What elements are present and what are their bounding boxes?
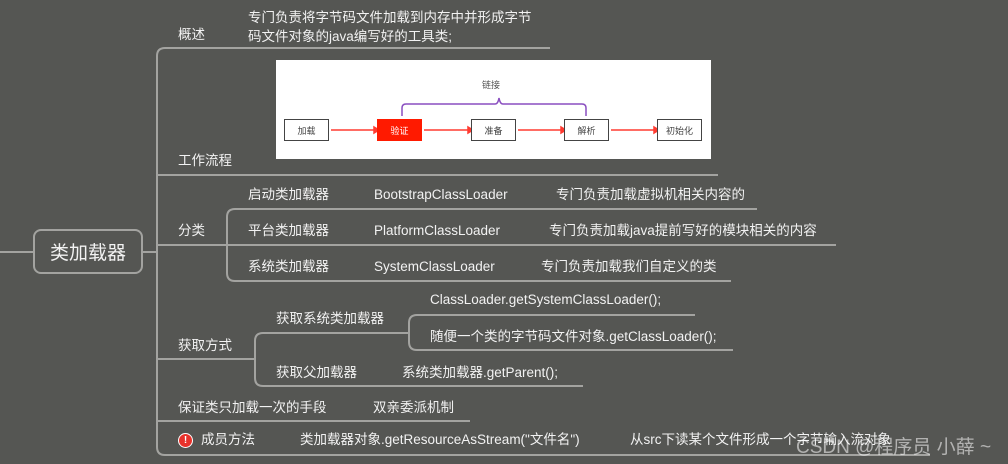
obtain-system-label[interactable]: 获取系统类加载器 xyxy=(276,311,384,326)
step-resolve: 解析 xyxy=(564,119,609,141)
overview-desc-line2: 码文件对象的java编写好的工具类; xyxy=(248,29,453,44)
system-name[interactable]: 系统类加载器 xyxy=(248,259,329,274)
bootstrap-desc[interactable]: 专门负责加载虚拟机相关内容的 xyxy=(556,187,745,202)
obtain-trunk xyxy=(254,332,583,387)
step-load: 加载 xyxy=(284,119,329,141)
bootstrap-class[interactable]: BootstrapClassLoader xyxy=(374,187,508,202)
link-label: 链接 xyxy=(482,80,501,90)
member-desc[interactable]: 从src下读某个文件形成一个字节输入流对象 xyxy=(630,432,891,447)
step-prepare: 准备 xyxy=(471,119,516,141)
watermark: CSDN @程序员 小薛 ~ xyxy=(796,437,992,458)
obtain-parent-value[interactable]: 系统类加载器.getParent(); xyxy=(402,365,559,380)
workflow-image: 链接 加载 验证 准备 解析 初始化 xyxy=(276,60,711,159)
obtain-system-way-2[interactable]: 随便一个类的字节码文件对象.getClassLoader(); xyxy=(430,329,717,344)
main-trunk xyxy=(156,47,930,456)
guarantee-label[interactable]: 保证类只加载一次的手段 xyxy=(178,400,327,415)
platform-desc[interactable]: 专门负责加载java提前写好的模块相关的内容 xyxy=(549,223,817,238)
member-method[interactable]: 类加载器对象.getResourceAsStream("文件名") xyxy=(300,432,580,447)
step-initialize: 初始化 xyxy=(657,119,702,141)
step-verify: 验证 xyxy=(377,119,422,141)
system-desc[interactable]: 专门负责加载我们自定义的类 xyxy=(541,259,717,274)
obtain-system-way-1[interactable]: ClassLoader.getSystemClassLoader(); xyxy=(430,292,662,307)
workflow-arrows xyxy=(331,97,661,135)
member-label[interactable]: 成员方法 xyxy=(201,432,255,447)
platform-name[interactable]: 平台类加载器 xyxy=(248,223,329,238)
workflow-label[interactable]: 工作流程 xyxy=(178,153,232,168)
exclamation-icon-text: ! xyxy=(183,435,188,446)
system-class[interactable]: SystemClassLoader xyxy=(374,259,495,274)
classification-label[interactable]: 分类 xyxy=(178,223,205,238)
exclamation-1-icon: ! xyxy=(178,433,193,448)
guarantee-value[interactable]: 双亲委派机制 xyxy=(373,400,454,415)
link-bracket xyxy=(401,97,587,116)
obtain-label[interactable]: 获取方式 xyxy=(178,338,232,353)
system-trunk xyxy=(408,314,733,351)
root-label: 类加载器 xyxy=(49,243,126,264)
overview-label[interactable]: 概述 xyxy=(178,27,205,42)
bootstrap-name[interactable]: 启动类加载器 xyxy=(248,187,329,202)
obtain-parent-label[interactable]: 获取父加载器 xyxy=(276,365,357,380)
overview-desc-line1: 专门负责将字节码文件加载到内存中并形成字节 xyxy=(248,10,532,25)
root-node[interactable]: 类加载器 xyxy=(33,229,143,274)
platform-class[interactable]: PlatformClassLoader xyxy=(374,223,501,238)
